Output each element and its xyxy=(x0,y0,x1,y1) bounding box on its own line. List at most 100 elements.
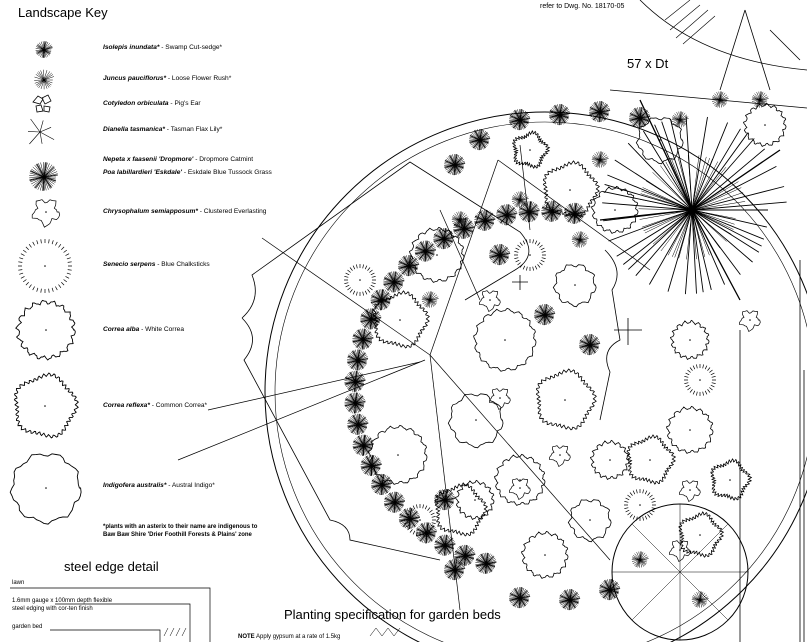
bed-edge-top xyxy=(609,89,807,109)
plant-sedge xyxy=(711,91,729,108)
plant-tussock xyxy=(541,200,563,222)
plant-shrub-frilly xyxy=(626,434,677,485)
legend-symbol-tussock xyxy=(29,162,58,191)
plant-tussock xyxy=(347,349,369,371)
plant-everlasting xyxy=(479,290,501,313)
paving-hatch xyxy=(664,0,716,45)
legend-entry-correa-reflexa: Correa reflexa* - Common Correa* xyxy=(103,402,208,409)
legend-symbol-succulent xyxy=(32,94,52,113)
plant-sedge xyxy=(671,111,689,128)
plant-tussock xyxy=(496,204,518,226)
plan-base-geometry xyxy=(241,0,807,642)
plant-tussock xyxy=(414,240,436,262)
plant-sedge xyxy=(631,551,649,568)
plant-tussock xyxy=(444,154,466,176)
steel-edge-lawn-label: lawn xyxy=(12,580,25,586)
plant-sedge xyxy=(571,231,589,248)
legend-symbol-sedge-fine xyxy=(35,41,53,58)
plant-sedge xyxy=(751,91,769,108)
legend-entry-senecio: Senecio serpens - Blue Chalksticks xyxy=(103,261,210,268)
outer-circle xyxy=(264,111,807,642)
planting-spec-caption: Planting specification for garden beds xyxy=(284,607,501,622)
plant-tussock xyxy=(549,104,571,126)
plant-shrub-spiky xyxy=(473,307,537,372)
inner-circle xyxy=(274,121,807,642)
plant-tussock xyxy=(454,544,476,566)
tree-canopy-symbol xyxy=(599,9,801,301)
plant-tussock xyxy=(398,507,420,530)
plant-tussock xyxy=(344,370,366,392)
steel-edge-spec-line2: steel edging with cor-ten finish xyxy=(12,606,93,612)
legend-entry-indigofera: Indigofera australis* - Austral Indigo* xyxy=(103,482,215,489)
plant-shrub-spiky xyxy=(589,439,630,480)
plant-tussock xyxy=(518,201,540,223)
plant-tussock xyxy=(489,244,511,266)
dimension-label: 57 x Dt xyxy=(627,56,669,71)
plant-shrub-spiky xyxy=(591,185,639,234)
plant-sedge xyxy=(691,591,709,608)
plant-chalksticks xyxy=(344,264,376,296)
plant-sedge xyxy=(451,211,469,228)
right-sight-line xyxy=(799,260,805,642)
plant-everlasting xyxy=(509,478,531,501)
top-right-curve xyxy=(639,0,807,71)
steel-edge-garden-bed-label: garden bed xyxy=(12,624,43,630)
centre-crosshair xyxy=(512,275,642,345)
plant-chalksticks xyxy=(404,504,436,536)
plant-tussock xyxy=(475,552,497,574)
plant-shrub-spiky xyxy=(521,530,569,579)
plant-shrub-spiky xyxy=(454,479,495,520)
plant-shrub-spiky xyxy=(742,102,787,147)
plant-tussock xyxy=(360,308,382,330)
plant-tussock xyxy=(579,334,601,356)
plant-tussock xyxy=(469,129,491,151)
legend-symbol-rush xyxy=(34,69,55,90)
plant-tussock xyxy=(383,491,406,513)
legend-symbol-chalksticks xyxy=(18,239,72,293)
plant-tussock xyxy=(371,473,393,496)
steel-edge-detail-lines xyxy=(10,587,401,642)
plant-tussock xyxy=(559,589,581,611)
plant-tussock xyxy=(360,454,382,476)
plant-shrub-large xyxy=(567,499,612,543)
plant-shrub-large xyxy=(552,264,597,308)
legend-entry-nepeta: Nepeta x faasenii 'Dropmore' - Dropmore … xyxy=(103,156,254,163)
plant-tussock xyxy=(398,255,420,277)
plant-sedge xyxy=(421,291,439,308)
plant-sedge xyxy=(511,191,529,208)
plant-shrub-frilly xyxy=(512,130,551,169)
plant-sedge xyxy=(591,151,609,168)
plant-tussock xyxy=(352,434,374,456)
drawing-reference: refer to Dwg. No. 18170-05 xyxy=(540,3,625,10)
plant-chalksticks xyxy=(624,489,656,521)
plant-tussock xyxy=(370,289,392,311)
plant-tussock xyxy=(434,534,456,556)
plant-everlasting xyxy=(739,310,761,333)
legend-entry-juncus: Juncus pauciflorus* - Loose Flower Rush* xyxy=(103,75,232,82)
legend-entry-dianella: Dianella tasmanica* - Tasman Flax Lily* xyxy=(103,126,223,133)
plant-tussock xyxy=(433,228,455,250)
legend-symbol-everlasting xyxy=(31,199,61,228)
plant-everlasting xyxy=(489,388,511,411)
plant-tussock xyxy=(563,202,585,224)
legend-entry-cotyledon: Cotyledon orbiculata - Pig's Ear xyxy=(103,100,201,107)
plant-tussock xyxy=(589,101,611,123)
plant-tussock xyxy=(344,392,366,414)
legend-symbol-shrub-frilly xyxy=(13,372,79,439)
right-curly-pavement xyxy=(599,249,621,421)
plant-shrub-spiky xyxy=(494,453,546,506)
steel-edge-spec-line1: 1.6mm gauge x 100mm depth flexible xyxy=(12,598,113,604)
legend-symbol-shrub-large xyxy=(9,453,82,525)
steel-edge-title: steel edge detail xyxy=(64,559,159,574)
legend-symbols xyxy=(9,41,82,525)
plant-shrub-frilly xyxy=(678,511,725,558)
feature-tree-circle xyxy=(611,503,749,641)
plant-everlasting xyxy=(549,445,571,468)
landscape-key-title: Landscape Key xyxy=(18,5,108,20)
plant-shrub-spiky xyxy=(368,424,428,485)
planted-bed xyxy=(344,91,787,611)
plant-tussock xyxy=(534,304,556,326)
legend-entry-poa: Poa labillardieri 'Eskdale' - Eskdale Bl… xyxy=(103,169,272,176)
plant-shrub-frilly xyxy=(542,160,600,219)
